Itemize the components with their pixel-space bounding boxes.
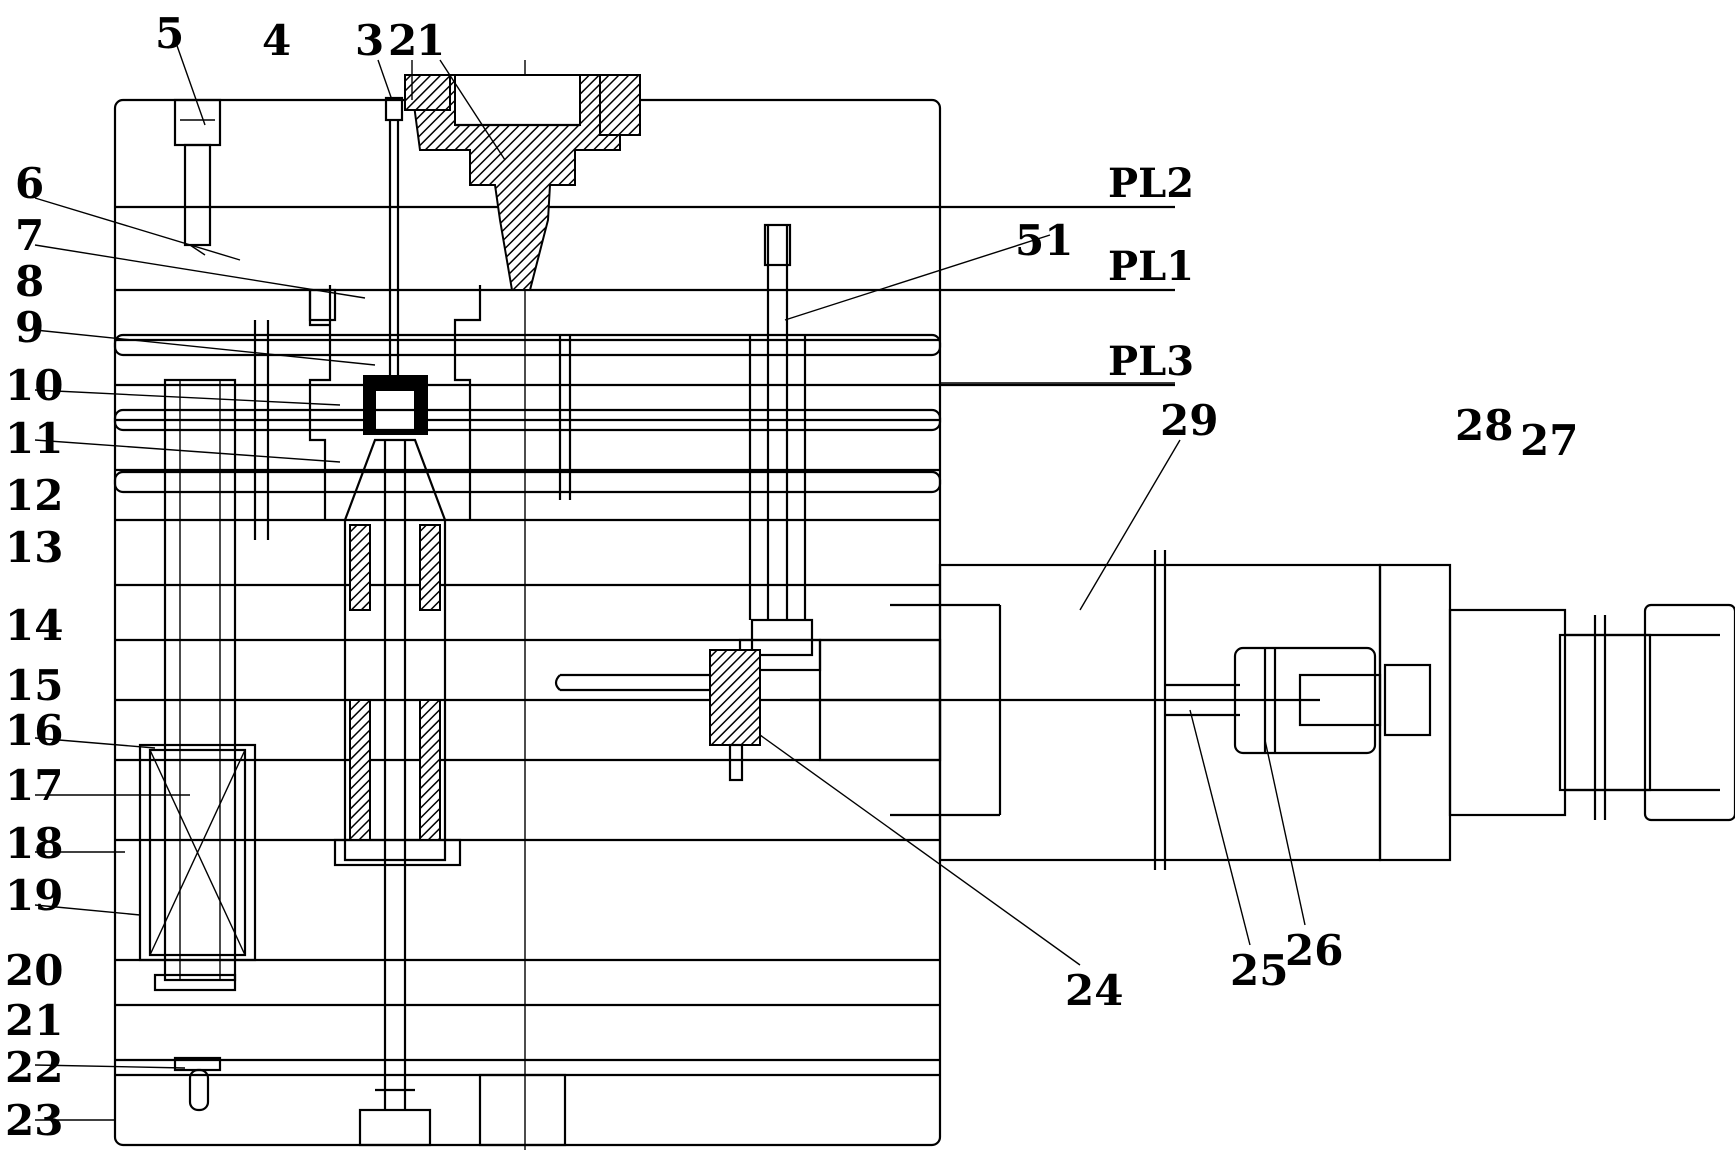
label-7: 7: [15, 211, 44, 260]
label-12: 12: [5, 471, 63, 520]
label-24: 24: [1065, 966, 1123, 1015]
parting-line-labels: PL2 PL1 PL3: [1108, 160, 1194, 385]
label-4: 4: [262, 16, 291, 65]
label-pl1: PL1: [1108, 243, 1194, 290]
label-51: 51: [1015, 216, 1073, 265]
lifter-51: [738, 223, 822, 672]
label-15: 15: [5, 661, 63, 710]
part-24: [709, 649, 761, 782]
label-14: 14: [5, 601, 63, 650]
label-19: 19: [5, 871, 63, 920]
label-5: 5: [155, 9, 184, 58]
screw-5: [173, 98, 222, 256]
central-core: [333, 375, 462, 1147]
cylinder-29: [790, 550, 1382, 870]
label-6: 6: [15, 159, 44, 208]
label-3: 3: [355, 16, 384, 65]
pin-3: [384, 96, 404, 380]
label-pl2: PL2: [1108, 160, 1194, 207]
cylinder-end-27: [1448, 603, 1735, 822]
label-16: 16: [5, 706, 63, 755]
label-10: 10: [5, 361, 63, 410]
slider-rod: [554, 673, 720, 692]
label-21: 21: [5, 996, 63, 1045]
label-9: 9: [15, 303, 44, 352]
bottom-features: [173, 1056, 567, 1147]
label-2: 2: [388, 16, 417, 65]
leader-lines: [34, 39, 1306, 1121]
label-29: 29: [1160, 396, 1218, 445]
label-18: 18: [5, 819, 63, 868]
piston-rod-25: [1165, 683, 1240, 717]
cylinder-cap-28: [1378, 563, 1452, 862]
label-pl3: PL3: [1108, 338, 1194, 385]
label-27: 27: [1520, 416, 1578, 465]
label-20: 20: [5, 946, 63, 995]
label-28: 28: [1455, 401, 1513, 450]
label-26: 26: [1285, 926, 1343, 975]
label-8: 8: [15, 257, 44, 306]
part-labels: 1 2 3 4 5 6 7 8 9 10 11 12 13 14 15 16 1…: [5, 9, 1578, 1145]
sprue-bushing: [404, 74, 641, 291]
label-11: 11: [5, 414, 63, 463]
label-22: 22: [5, 1043, 63, 1092]
tie-rods: [113, 333, 942, 500]
label-23: 23: [5, 1096, 63, 1145]
label-17: 17: [5, 761, 63, 810]
support-block-17: [138, 743, 257, 962]
label-25: 25: [1230, 946, 1288, 995]
core-inserts: [308, 285, 482, 520]
label-1: 1: [416, 16, 445, 65]
label-13: 13: [5, 523, 63, 572]
